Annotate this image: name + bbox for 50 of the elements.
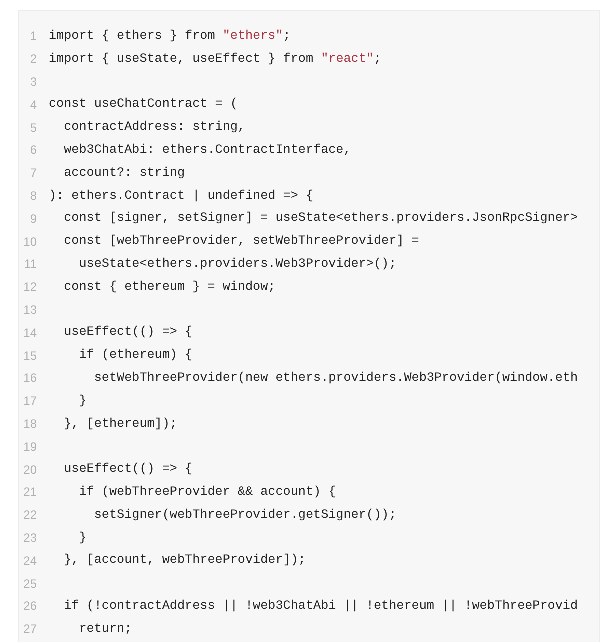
line-number: 22	[22, 509, 37, 522]
code-line: if (ethereum) {	[78, 349, 193, 362]
code-line: ): ethers.Contract | undefined => {	[49, 190, 314, 202]
code-line: web3ChatAbi: ethers.ContractInterface,	[63, 144, 352, 157]
line-number: 20	[22, 464, 37, 476]
line-number: 24	[22, 554, 37, 567]
line-number: 11	[24, 258, 37, 270]
line-number: 18	[22, 418, 37, 430]
code-line: setSigner(webThreeProvider.getSigner());	[93, 508, 397, 522]
code-line: const { ethereum } = window;	[63, 280, 276, 294]
code-line: setWebThreeProvider(new ethers.providers.Web3Provider(window.eth	[93, 372, 578, 385]
line-number: 19	[22, 440, 37, 453]
code-line: contractAddress: string,	[63, 121, 246, 134]
code-line: }, [ethereum]);	[63, 418, 178, 430]
line-number: 16	[22, 372, 37, 384]
line-number: 17	[22, 395, 37, 408]
code-line: import { useState, useEffect } from "react";	[49, 52, 382, 66]
code-line: const [webThreeProvider, setWebThreeProvider] =	[63, 235, 420, 248]
code-line: return;	[78, 622, 132, 636]
code-line: }	[78, 394, 87, 408]
code-line: useEffect(() => {	[63, 463, 193, 476]
code-line: useEffect(() => {	[63, 326, 193, 340]
line-number: 1	[29, 30, 37, 42]
line-number: 27	[22, 623, 37, 636]
line-number: 5	[29, 122, 37, 134]
code-line: }, [account, webThreeProvider]);	[63, 554, 306, 568]
code-line: account?: string	[63, 166, 186, 180]
code-line: import { ethers } from "ethers";	[49, 30, 291, 43]
code-line: useState<ethers.providers.Web3Provider>();	[78, 258, 397, 271]
line-number: 8	[29, 190, 37, 202]
line-number: 15	[22, 350, 37, 362]
code-line: const [signer, setSigner] = useState<ethers.providers.JsonRpcSigner>	[63, 212, 578, 226]
code-line: const useChatContract = (	[49, 98, 238, 112]
line-number: 4	[29, 98, 37, 111]
line-number: 14	[22, 326, 37, 339]
line-number: 6	[29, 144, 37, 156]
line-number: 12	[22, 281, 37, 294]
code-line: if (!contractAddress || !web3ChatAbi || !ethereum || !webThreeProvid	[63, 600, 578, 613]
line-number: 9	[29, 212, 37, 225]
code-line: }	[78, 532, 87, 544]
line-number: 2	[29, 53, 37, 66]
line-number: 25	[22, 578, 37, 590]
code-line: if (webThreeProvider && account) {	[78, 486, 336, 499]
line-number: 10	[22, 236, 37, 248]
line-number: 7	[29, 167, 37, 180]
line-number: 13	[22, 304, 37, 316]
line-number: 23	[22, 532, 37, 544]
line-number: 26	[22, 600, 37, 612]
line-number: 21	[22, 486, 37, 498]
line-number: 3	[29, 76, 37, 88]
